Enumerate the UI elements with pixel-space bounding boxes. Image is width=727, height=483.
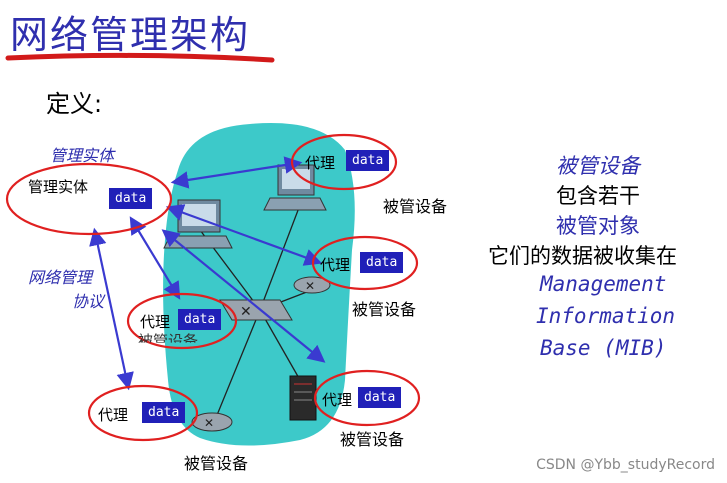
managed-device-heading: 被管设备 xyxy=(556,154,640,178)
data-box: data xyxy=(178,309,222,330)
contains-text: 包含若干 xyxy=(556,184,640,208)
agent-label: 代理 xyxy=(305,154,336,172)
data-box: data xyxy=(360,252,404,273)
definition-label: 定义: xyxy=(46,90,103,118)
obscured-device-label: 被管设备 xyxy=(138,332,199,350)
server-icon xyxy=(289,375,317,421)
page-title: 网络管理架构 xyxy=(10,13,251,57)
collected-text: 它们的数据被收集在 xyxy=(488,244,677,268)
protocol-arrows xyxy=(89,156,326,391)
managed-device-label: 被管设备 xyxy=(383,197,448,216)
mib-line-3: Base (MIB) xyxy=(540,336,667,360)
agent-ellipses xyxy=(5,133,421,442)
router-icon: ✕ xyxy=(191,412,233,432)
managed-objects-text: 被管对象 xyxy=(556,214,640,238)
svg-text:✕: ✕ xyxy=(240,304,252,320)
data-box: data xyxy=(109,188,153,209)
managed-device-label: 被管设备 xyxy=(340,430,405,449)
agent-label: 代理 xyxy=(98,406,129,424)
data-box: data xyxy=(142,402,186,423)
mib-line-1: Management xyxy=(540,272,667,296)
watermark: CSDN @Ybb_studyRecord xyxy=(536,457,715,473)
agent-label: 代理 xyxy=(322,391,353,409)
managed-device-label: 被管设备 xyxy=(352,300,417,319)
manager-entity-label: 管理实体 xyxy=(28,178,89,196)
protocol-label: 协议 xyxy=(72,292,105,311)
manager-entity-caption: 管理实体 xyxy=(50,146,115,165)
managed-device-label: 被管设备 xyxy=(184,454,249,473)
agent-label: 代理 xyxy=(140,313,171,331)
mib-line-2: Information xyxy=(536,304,676,328)
data-box: data xyxy=(346,150,390,171)
data-box: data xyxy=(358,387,402,408)
svg-text:✕: ✕ xyxy=(305,279,315,293)
protocol-label: 网络管理 xyxy=(28,268,93,287)
agent-label: 代理 xyxy=(320,256,351,274)
svg-text:✕: ✕ xyxy=(204,416,214,430)
